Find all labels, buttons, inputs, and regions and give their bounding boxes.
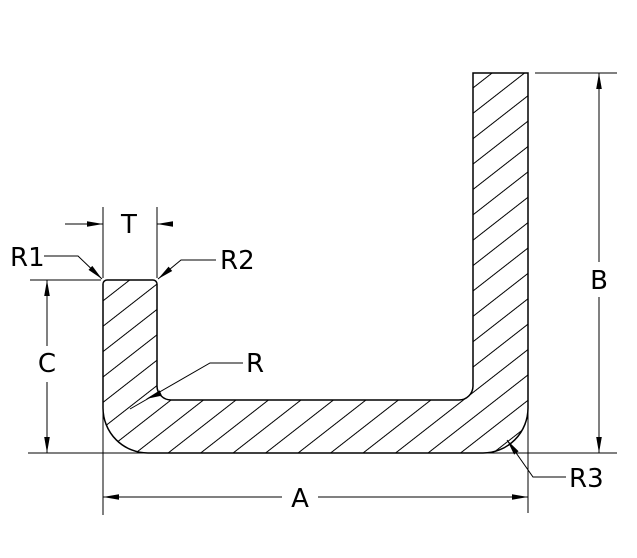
r3-leader-line <box>506 439 566 478</box>
profile-hatch <box>103 73 528 453</box>
leader-R2: R2 <box>157 246 255 280</box>
profile-outline <box>102 72 529 454</box>
r2-arrowhead <box>158 266 173 279</box>
leader-R3: R3 <box>506 439 604 494</box>
c-arrow-top <box>44 280 50 296</box>
leader-R1: R1 <box>10 243 103 280</box>
leader-R: R <box>129 349 264 410</box>
a-arrow-right <box>512 494 528 500</box>
r-label: R <box>246 349 264 379</box>
b-label: B <box>590 266 608 296</box>
a-arrow-left <box>103 494 119 500</box>
c-arrow-bottom <box>44 437 50 453</box>
b-arrow-top <box>596 73 602 89</box>
c-label: C <box>38 349 56 379</box>
r1-label: R1 <box>10 243 45 273</box>
r2-label: R2 <box>220 246 255 276</box>
dimension-B: B <box>535 72 617 453</box>
r3-label: R3 <box>569 464 604 494</box>
b-arrow-bottom <box>596 437 602 453</box>
t-label: T <box>120 210 137 240</box>
dimension-C: C <box>30 279 101 453</box>
profile-section <box>102 72 529 454</box>
a-label: A <box>291 484 309 514</box>
t-arrow-left <box>87 221 103 227</box>
r1-arrowhead <box>88 265 102 279</box>
dimension-A: A <box>102 405 529 515</box>
dimension-T: T <box>65 207 173 278</box>
r3-arrowhead <box>507 440 519 455</box>
r-arrowhead <box>146 390 162 399</box>
t-arrow-right <box>157 221 173 227</box>
